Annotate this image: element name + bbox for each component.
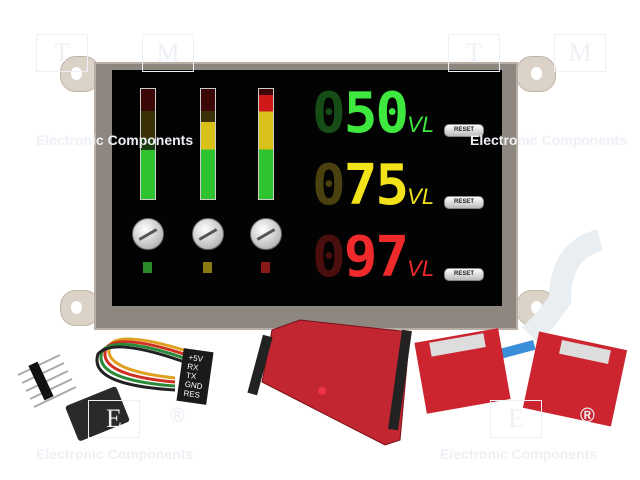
rotary-knob[interactable] [132,218,164,250]
pin-header [17,354,77,408]
mounting-ear [60,56,100,92]
watermark-logo: E [88,400,140,438]
watermark-logo: T [448,34,500,72]
indicator-led [261,262,270,273]
level-fill [201,122,215,199]
level-fill [141,149,155,199]
level-bar [258,88,274,200]
adapter-board [414,328,511,414]
watermark-registered: ® [580,405,595,427]
unit-label: VL [407,256,435,281]
watermark-text: Electronic Components [36,446,194,462]
indicator-led [203,262,212,273]
watermark-registered: ® [170,405,185,427]
unit-label: VL [407,112,435,137]
watermark-text: Electronic Components [440,446,598,462]
indicator-led [143,262,152,273]
rotary-knob[interactable] [192,218,224,250]
watermark-logo: E [490,400,542,438]
arduino-shield [247,319,412,446]
rotary-knob[interactable] [250,218,282,250]
cable-wires [95,337,191,392]
level-bar [140,88,156,200]
lcd-screen: 050VL RESET 075VL RESET 097VL RESET [112,70,502,306]
pin-label: RES [182,388,201,400]
unit-label: VL [407,184,435,209]
level-fill [259,94,273,199]
readout-row: 075VL [312,153,435,218]
mounting-ear [516,56,556,92]
level-bar [200,88,216,200]
watermark-logo: M [554,34,606,72]
watermark-text: Electronic Components [36,132,194,148]
watermark-logo: M [142,34,194,72]
programmer-board [522,331,628,427]
readout-row: 097VL [312,225,435,290]
watermark-text: Electronic Components [470,132,628,148]
reset-button[interactable]: RESET [444,124,484,137]
readout-row: 050VL [312,81,435,146]
reset-button[interactable]: RESET [444,196,484,209]
watermark-logo: T [36,34,88,72]
reset-button[interactable]: RESET [444,268,484,281]
